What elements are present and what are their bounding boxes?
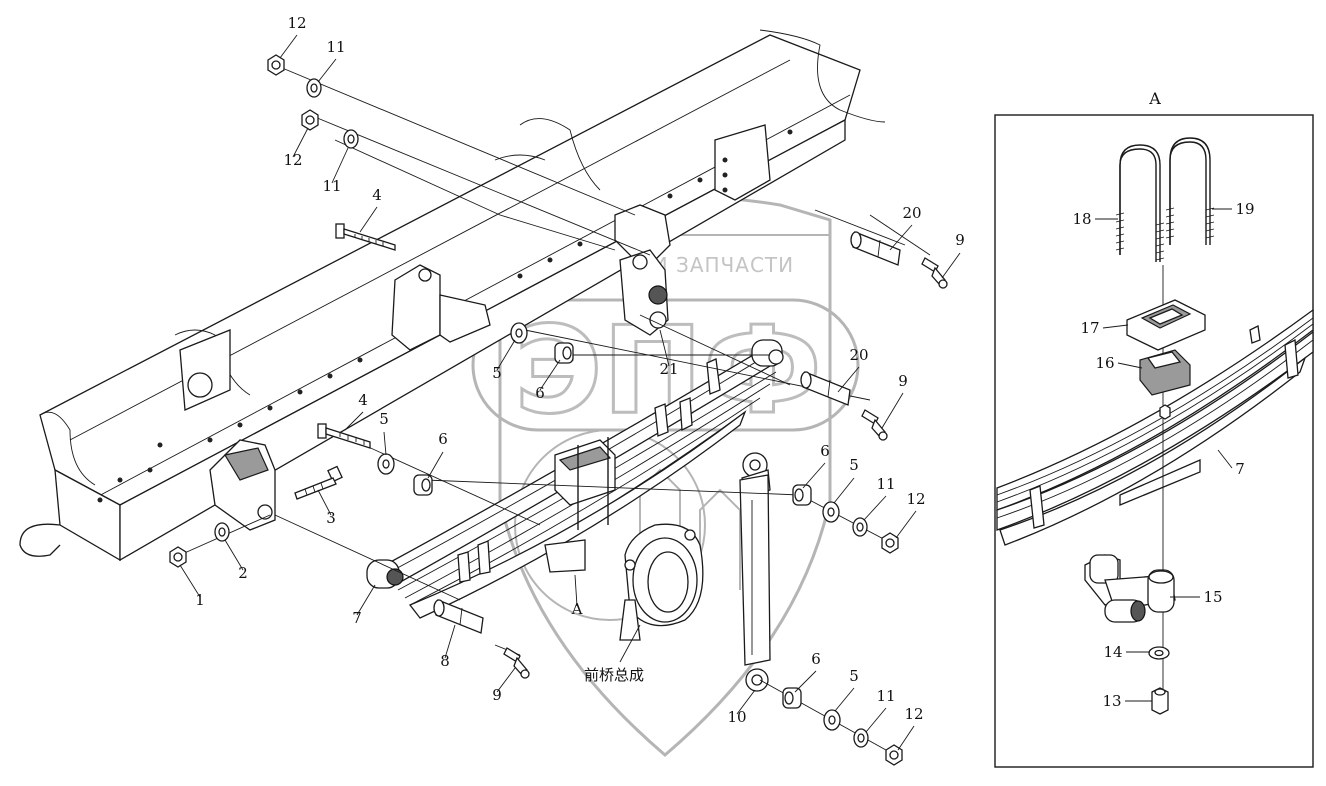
washer-5-b [377,453,395,475]
part-label-5: 5 [849,667,859,685]
part-label-7: 7 [352,609,362,627]
detail-part-label-18: 18 [1072,210,1091,228]
detail-part-label-13: 13 [1102,692,1121,710]
part-label-6: 6 [438,430,448,448]
detail-part-label-19: 19 [1235,200,1254,218]
fitting-9-c [503,647,530,679]
part-label-11: 11 [322,177,341,195]
washer-11-d [853,728,869,748]
front-spring-bracket [209,439,276,531]
part-label-11: 11 [326,38,345,56]
assembly-caption: 前桥总成 [584,666,644,684]
nut-12-a [267,54,285,76]
part-label-4: 4 [358,391,368,409]
detail-leaf-spring [996,308,1314,546]
part-label-20: 20 [902,204,921,222]
part-label-6: 6 [820,442,830,460]
bolt-4-b [317,423,371,449]
part-label-9: 9 [492,686,502,704]
fasteners [169,54,948,766]
washer-2 [214,522,230,542]
part-16-pad [1139,349,1191,420]
washer-11-c [852,517,868,537]
part-label-2: 2 [238,564,248,582]
watermark: ТЕХНИКА И ЗАПЧАСТИ ЭПФ [471,194,860,757]
part-label-6: 6 [535,384,545,402]
part-label-5: 5 [379,410,389,428]
part-label-12: 12 [904,705,923,723]
detail-part-label-7: 7 [1235,460,1245,478]
part-label-12: 12 [283,151,302,169]
leader-lines [179,34,961,751]
part-label-6: 6 [811,650,821,668]
middle-spring-bracket [391,264,491,351]
detail-part-label-15: 15 [1203,588,1222,606]
part-label-20: 20 [849,346,868,364]
part-14-washer [1148,646,1170,660]
part-13-nut [1151,687,1169,715]
part-label-5: 5 [492,364,502,382]
part-number-labels: 1234455556666789991011111111121212122020… [195,14,965,726]
leaf-spring-main [366,339,784,619]
part-label-4: 4 [372,186,382,204]
part-label-11: 11 [876,687,895,705]
bushing-6-b [413,474,433,496]
bolt-4-a [335,223,396,251]
fitting-9-b [861,409,888,441]
detail-view-a: A [994,89,1314,768]
washer-5-d [823,709,841,731]
part-15-bracket [1084,554,1176,623]
part-10-shock-absorber [739,452,771,692]
washer-11-b [343,129,359,149]
part-label-10: 10 [727,708,746,726]
bushing-6-d [782,687,802,709]
part-label-5: 5 [849,456,859,474]
part-label-11: 11 [876,475,895,493]
pin-8 [433,599,484,634]
part-18-u-bolt [1115,144,1165,262]
detail-view-title: A [1148,89,1161,108]
part-label-21: 21 [659,360,678,378]
washer-5-a [510,322,528,344]
part-label-9: 9 [898,372,908,390]
part-label-A: A [571,600,583,618]
detail-part-label-14: 14 [1103,643,1122,661]
detail-part-label-17: 17 [1080,319,1099,337]
part-label-12: 12 [906,490,925,508]
bushing-6-a [554,342,574,364]
part-21-shackle [614,204,671,336]
pin-20-a [850,231,901,266]
part-label-3: 3 [326,509,336,527]
fitting-9-a [921,257,948,289]
part-label-9: 9 [955,231,965,249]
part-label-1: 1 [195,591,205,609]
front-axle-hub [619,523,704,641]
bushing-6-c [792,484,812,506]
shackle-bracket [714,124,771,201]
nut-12-c [881,532,899,554]
nut-12-b [301,109,319,131]
part-label-12: 12 [287,14,306,32]
part-17-clamp-plate [1126,299,1206,351]
bolt-3 [294,465,343,500]
pin-20-b [800,371,851,406]
part-label-8: 8 [440,652,450,670]
nut-1 [169,546,187,568]
washer-11-a [306,78,322,98]
detail-labels: 7 13 14 15 16 17 18 19 [1072,200,1254,710]
detail-part-label-16: 16 [1095,354,1114,372]
part-19-u-bolt [1165,137,1215,245]
detail-leader-lines [1095,208,1233,702]
washer-5-c [822,501,840,523]
